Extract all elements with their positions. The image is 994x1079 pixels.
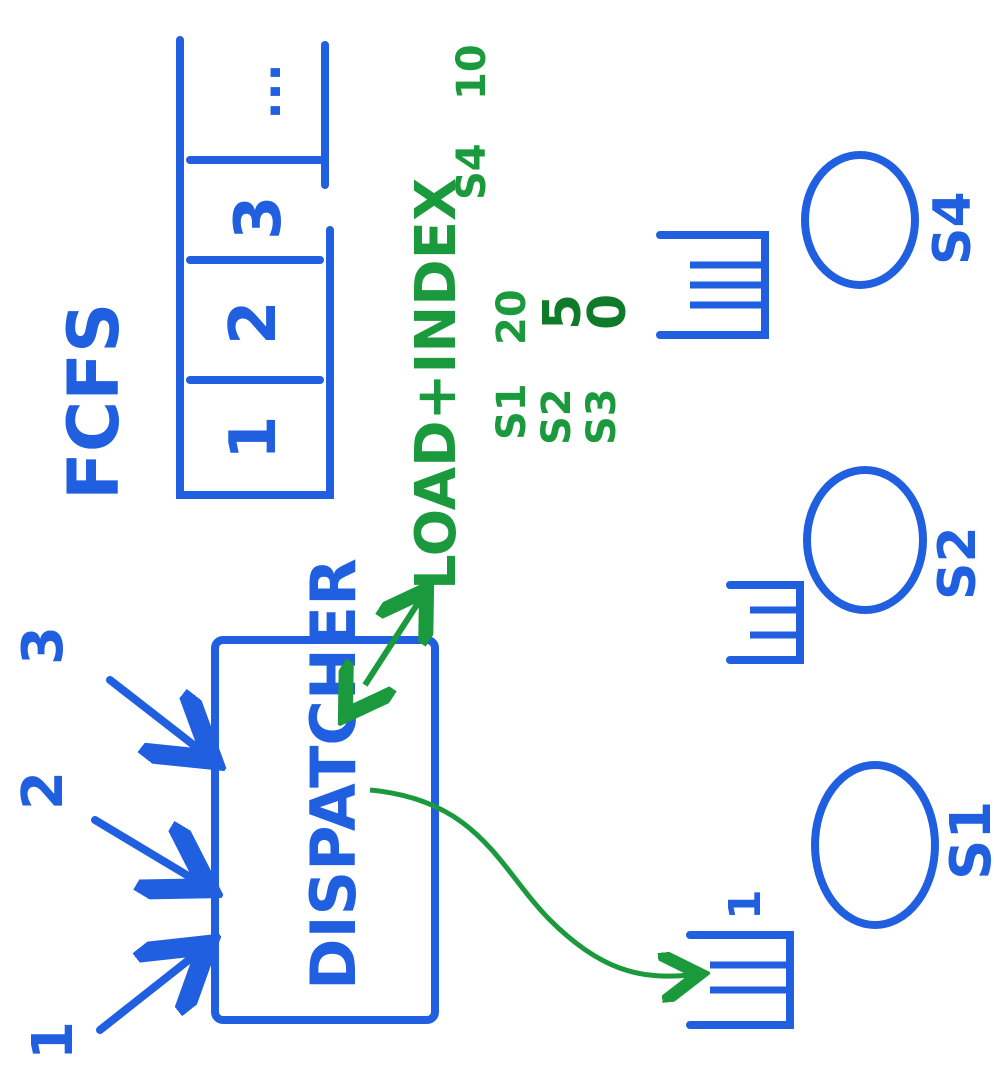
queue-slot-2: 2 — [217, 300, 291, 345]
queue-slot-1: 1 — [217, 415, 291, 460]
load-index-heading: LOAD+INDEX — [404, 178, 469, 590]
incoming-arrows — [91, 676, 200, 1034]
load-index-s3-value: 0 — [578, 294, 638, 330]
incoming-job-1: 1 — [21, 1021, 86, 1060]
fcfs-title: FCFS — [53, 303, 135, 500]
dispatcher-label: DISPATCHER — [297, 558, 370, 990]
load-index-s4-label: S4 — [449, 143, 495, 200]
server-s1-queue — [686, 931, 794, 1029]
server-s1-circle — [811, 761, 939, 929]
incoming-job-2: 2 — [11, 771, 76, 810]
load-index-s1-value: 20 — [489, 289, 535, 345]
server-s1-label: S1 — [939, 801, 994, 880]
server-s3 — [656, 151, 919, 339]
load-index-s4-value: 10 — [449, 44, 495, 100]
server-s3-circle — [801, 151, 919, 289]
dispatch-arrow — [369, 787, 690, 976]
load-index-s2-label: S2 — [534, 388, 580, 445]
load-index-s3-label: S3 — [579, 388, 625, 445]
queue-more: ... — [234, 63, 292, 120]
queue-slot-3: 3 — [222, 195, 296, 240]
fcfs-queue — [176, 36, 334, 499]
server-s1: 1 S1 — [686, 761, 994, 1029]
incoming-job-3: 3 — [11, 626, 76, 665]
server-s2-circle — [803, 466, 927, 614]
server-s4-label: S4 — [923, 191, 983, 265]
server-s2: S2 — [726, 466, 988, 664]
server-s1-queued-job: 1 — [720, 889, 771, 920]
dispatcher-box — [211, 636, 439, 1024]
load-index-s1-label: S1 — [489, 383, 535, 440]
load-index-s2-value: 5 — [533, 294, 593, 330]
server-s2-label: S2 — [928, 526, 988, 600]
server-s2-queue — [726, 581, 804, 664]
dispatcher-loadindex-arrow — [365, 600, 420, 685]
